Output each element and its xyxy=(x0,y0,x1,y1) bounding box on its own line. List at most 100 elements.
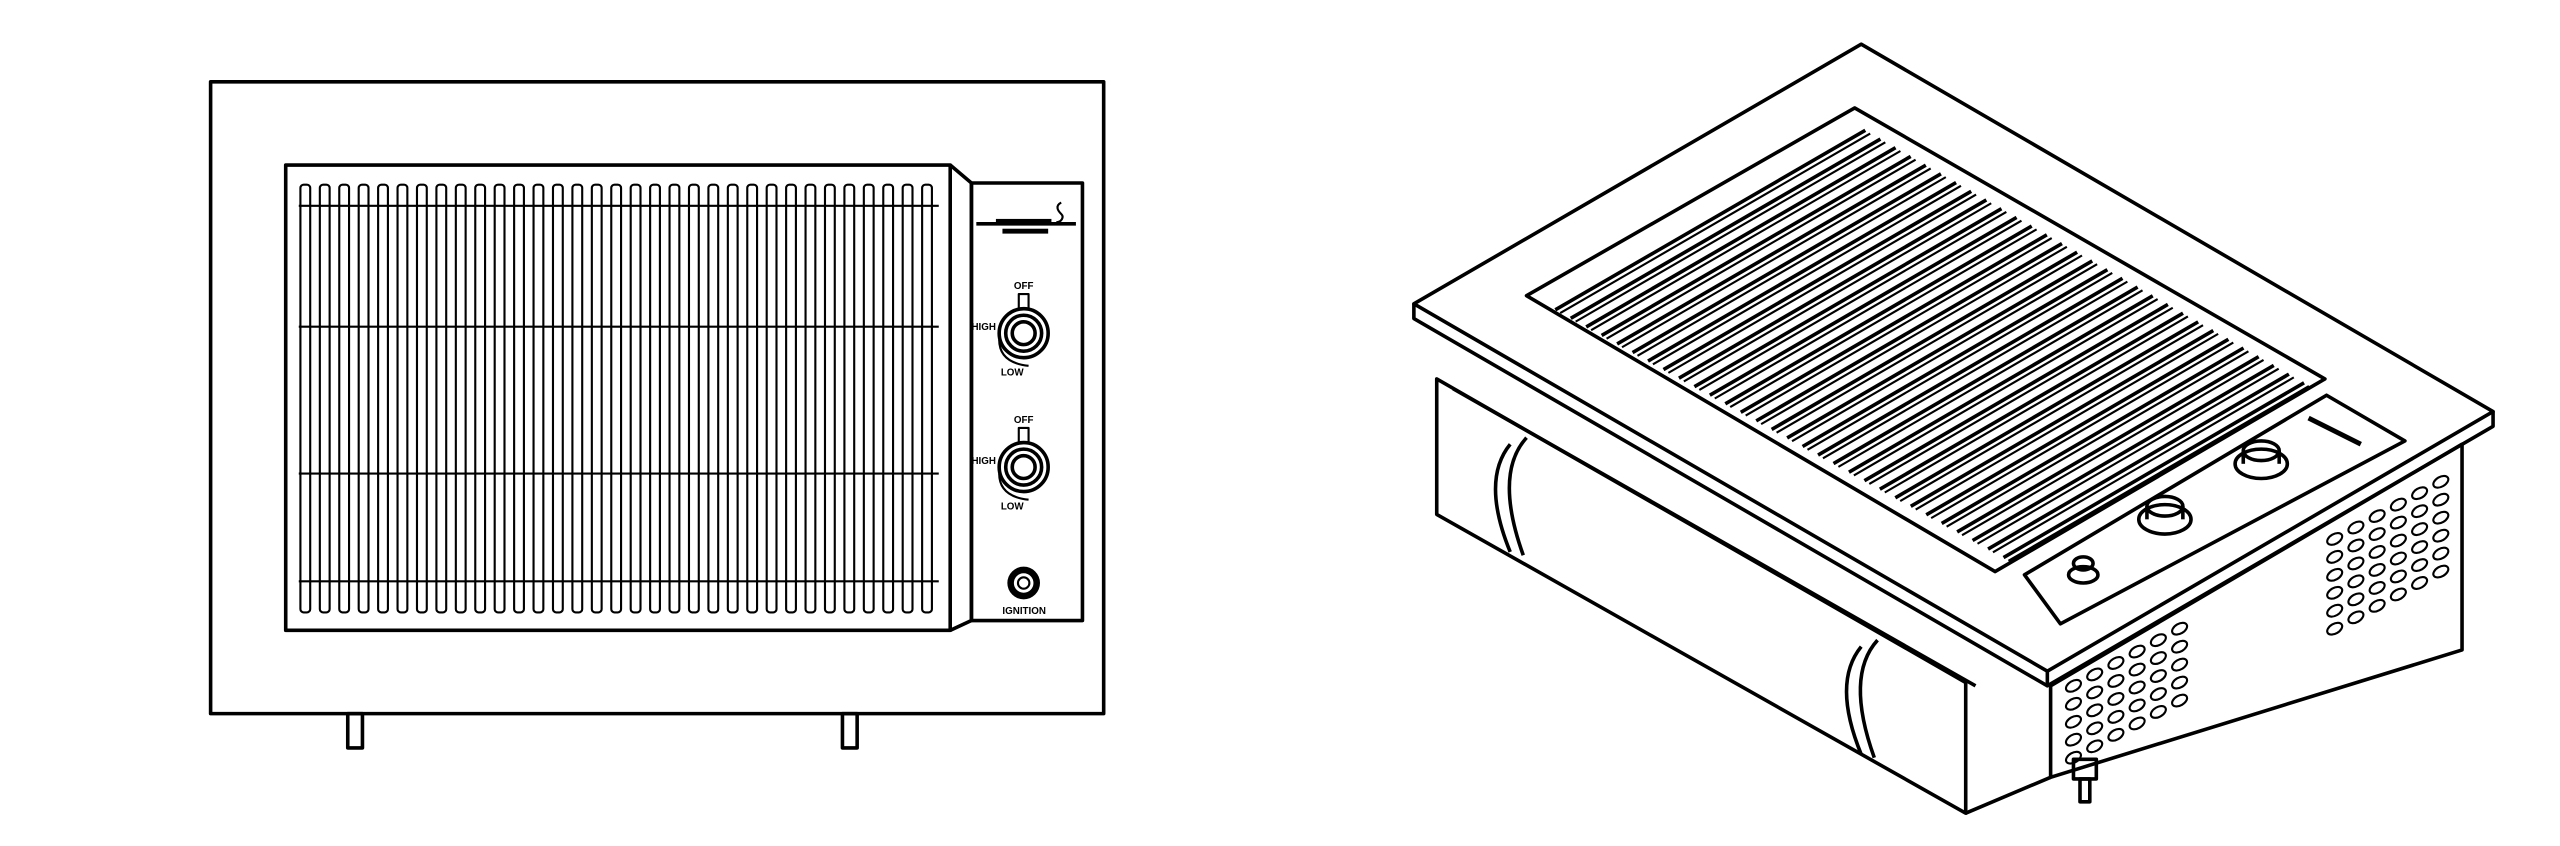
iso-grill-bar-edge xyxy=(1946,350,2249,528)
vent-hole xyxy=(2086,703,2104,718)
burner-knob-2[interactable]: OFF HIGH LOW xyxy=(971,415,1050,513)
iso-grill-bar-edge xyxy=(1930,341,2234,520)
iso-grill-bar xyxy=(1678,198,1988,380)
grill-bar xyxy=(415,183,428,614)
vent-hole xyxy=(2086,721,2104,736)
iso-grill-bar xyxy=(1909,329,2215,508)
vent-hole xyxy=(2389,533,2407,548)
vent-hole xyxy=(2171,621,2189,636)
iso-grill-bar xyxy=(1631,172,1942,355)
grill-bar xyxy=(357,183,370,614)
vent-hole xyxy=(2411,540,2429,555)
grill-bar xyxy=(901,183,914,614)
grill-bar xyxy=(649,183,661,614)
iso-grill-bar-edge xyxy=(1590,150,1901,332)
side-panel xyxy=(2048,442,2464,780)
brand-logo xyxy=(976,201,1076,234)
iso-grill-bar-edge xyxy=(1575,141,1886,323)
vent-hole xyxy=(2432,546,2450,561)
drawer-handle-right[interactable] xyxy=(1844,638,1879,759)
grill-bar xyxy=(551,183,564,614)
isometric-view xyxy=(1412,42,2495,815)
iso-grill-bar-edge xyxy=(1853,298,2159,477)
vent-hole xyxy=(2107,727,2125,742)
iso-grill-bar xyxy=(1878,311,2184,491)
vent-hole xyxy=(2107,674,2125,688)
vent-hole xyxy=(2432,564,2450,579)
iso-grill-bar xyxy=(1956,355,2260,534)
vent-hole xyxy=(2326,549,2344,564)
iso-grill-bar-edge xyxy=(1992,376,2295,554)
grill-bar xyxy=(454,183,467,614)
iso-grill-bar-edge xyxy=(1606,158,1917,340)
burner-knob-1[interactable]: OFF HIGH LOW xyxy=(971,281,1050,379)
vent-hole xyxy=(2149,651,2167,666)
front-drawer xyxy=(1434,377,1968,815)
vent-hole xyxy=(2389,515,2407,530)
iso-knob-2[interactable] xyxy=(2233,439,2290,481)
ignition-button[interactable]: IGNITION xyxy=(1002,566,1046,617)
iso-grill-bar xyxy=(1616,163,1927,346)
grill-bar xyxy=(377,183,389,614)
iso-grill-bar xyxy=(1755,241,2063,423)
iso-grill-bar xyxy=(1569,137,1882,320)
vent-hole xyxy=(2171,657,2189,672)
iso-grill-bar-edge xyxy=(1760,245,2068,426)
vent-holes xyxy=(2064,474,2450,765)
grill-bar xyxy=(862,183,875,614)
vent-hole xyxy=(2368,527,2386,541)
vent-hole xyxy=(2086,739,2104,754)
vent-hole xyxy=(2368,545,2386,559)
leg-left xyxy=(345,711,365,750)
drawer-handle-left[interactable] xyxy=(1493,436,1528,556)
iso-grill-bar-edge xyxy=(1868,306,2174,485)
iso-grill-bar xyxy=(1817,276,2124,457)
iso-grill-bar xyxy=(1708,215,2018,397)
vent-hole xyxy=(2411,558,2429,572)
vent-hole xyxy=(2107,709,2125,724)
vent-hole xyxy=(2347,610,2365,625)
grill-bar xyxy=(338,183,351,614)
iso-grill-bar xyxy=(1832,285,2139,466)
grill-bar xyxy=(513,183,525,614)
grill-bar xyxy=(318,183,331,614)
iso-knob-1[interactable] xyxy=(2136,494,2193,536)
vent-hole xyxy=(2389,587,2407,602)
vent-hole xyxy=(2368,509,2386,524)
grill-bar xyxy=(746,183,759,614)
vent-hole xyxy=(2149,669,2167,684)
grill-bar xyxy=(435,183,448,614)
vent-hole xyxy=(2411,576,2429,590)
grill-frame xyxy=(283,163,952,633)
iso-grill-bar-edge xyxy=(1683,202,1992,383)
iso-ignition-button[interactable] xyxy=(2066,555,2100,585)
grill-bar xyxy=(726,183,739,614)
gas-valve xyxy=(2071,757,2099,804)
iso-grill-bar-edge xyxy=(1776,254,2083,434)
iso-grill-bar-edge xyxy=(1698,211,2007,391)
vent-hole xyxy=(2064,732,2083,747)
iso-grill-bar-edge xyxy=(1976,367,2280,545)
grill-bar xyxy=(474,183,487,614)
control-panel xyxy=(969,181,1085,623)
vent-hole xyxy=(2064,750,2083,765)
vent-hole xyxy=(2086,667,2104,682)
grill-bar xyxy=(804,183,817,614)
iso-grill-bar xyxy=(1894,320,2200,500)
vent-hole xyxy=(2389,497,2407,512)
iso-grill-bar-edge xyxy=(1621,167,1932,349)
iso-grill-bar-edge xyxy=(1822,280,2128,460)
vent-hole xyxy=(2149,705,2167,719)
iso-grill-bar xyxy=(1554,128,1867,312)
iso-grill-bar-edge xyxy=(1806,271,2113,451)
vent-hole xyxy=(2411,486,2429,501)
grill-bar xyxy=(493,183,506,614)
vent-hole xyxy=(2149,633,2167,648)
iso-grill-bar xyxy=(1693,207,2003,389)
iso-grill-bar xyxy=(1971,363,2275,543)
vent-hole xyxy=(2432,474,2450,489)
vent-hole xyxy=(2326,603,2344,618)
vent-hole xyxy=(2432,528,2450,543)
iso-grill-bar-edge xyxy=(1745,237,2053,417)
iso-grill-bar xyxy=(1724,224,2033,406)
